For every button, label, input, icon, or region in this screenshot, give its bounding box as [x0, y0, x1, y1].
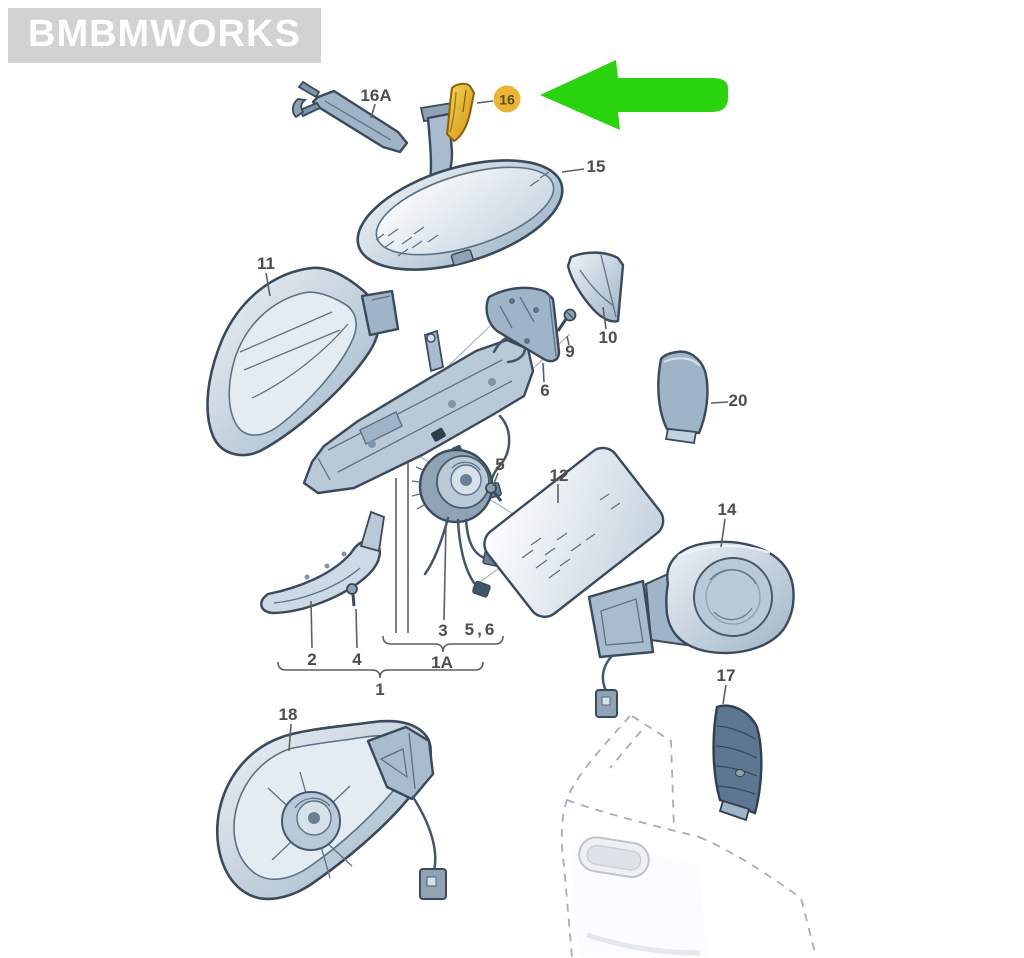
part-label-1: 1: [375, 680, 385, 699]
part-label-5-6: 5,6: [464, 620, 498, 639]
part-label-10: 10: [598, 328, 618, 347]
part-label-16a: 16A: [360, 86, 392, 105]
part-16a-clip: [291, 80, 409, 154]
part-label-14: 14: [717, 500, 737, 519]
part-label-11: 11: [257, 254, 275, 273]
part-15-interior-mirror: [356, 101, 564, 271]
part-label-12: 12: [549, 466, 569, 485]
part-label-5: 5: [495, 455, 505, 474]
part-20-cover: [657, 350, 709, 445]
part-14-mirror-assembly: [587, 540, 795, 718]
part-label-16-highlight-badge: 16: [493, 85, 521, 113]
part-label-6: 6: [540, 381, 550, 400]
leader-lines: [265, 100, 729, 752]
part-10-triangle-trim: [566, 251, 625, 323]
group-braces: [277, 635, 504, 679]
green-arrow-icon: [540, 60, 728, 130]
part-9-screw: [556, 308, 577, 332]
part-label-2: 2: [307, 650, 317, 669]
part-label-20: 20: [728, 391, 748, 410]
door-outline: [560, 715, 817, 958]
part-label-4: 4: [352, 650, 362, 669]
part-18-mirror-assembly: [215, 719, 447, 901]
part-label-1a: 1A: [431, 653, 453, 672]
part-17-trim: [712, 704, 763, 822]
part-12-mirror-glass: [483, 446, 665, 618]
part-4-screw: [346, 583, 358, 607]
part-label-17: 17: [716, 666, 736, 685]
part-label-18: 18: [278, 705, 298, 724]
part-label-15: 15: [586, 157, 606, 176]
watermark: BMBMWORKS: [8, 8, 321, 63]
part-3-adjuster-motor: [411, 448, 503, 598]
part-16-wedge-highlighted: [445, 82, 476, 143]
door-handle: [578, 836, 650, 878]
part-label-9: 9: [565, 342, 575, 361]
frame-assembly-1a: [302, 329, 535, 499]
part-2-lower-trim: [260, 510, 385, 615]
part-6-triangle-bracket: [485, 286, 561, 363]
part-label-3: 3: [438, 621, 448, 640]
part-11-mirror-housing: [206, 266, 400, 457]
